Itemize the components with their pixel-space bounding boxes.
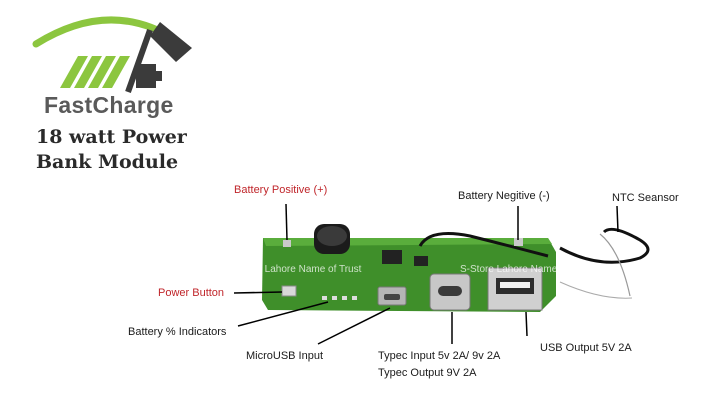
label-typec-input: Typec Input 5v 2A/ 9v 2A (378, 350, 501, 362)
ntc-lead-2 (559, 281, 633, 299)
callout-indicators (237, 301, 329, 327)
microusb-slot (384, 294, 400, 300)
label-power-button: Power Button (158, 287, 225, 299)
callout-ntc (616, 205, 619, 233)
ntc-wire (559, 227, 650, 264)
pcb-board (262, 238, 556, 312)
ic-chip (382, 250, 402, 264)
label-usb-output: USB Output 5V 2A (540, 342, 632, 354)
label-microusb-input: MicroUSB Input (246, 350, 324, 362)
led (352, 296, 357, 300)
power-button-part (281, 285, 297, 297)
brand-name: FastCharge (44, 92, 174, 118)
pad-positive (283, 240, 291, 247)
battery-wire (418, 232, 549, 258)
led (342, 296, 347, 300)
logo-battery-cap (156, 71, 162, 81)
logo-gauge-wedge (150, 22, 192, 62)
logo-battery-tip (136, 64, 156, 88)
typec-slot (438, 286, 462, 296)
logo-stripe (88, 56, 116, 88)
label-battery-indicators: Battery % Indicators (128, 326, 227, 338)
callout-power-button (233, 291, 283, 294)
callout-microusb (317, 307, 391, 345)
title-line-2: Bank Module (36, 151, 179, 173)
logo-stripe (74, 56, 102, 88)
title-line-1: 18 watt Power (36, 126, 187, 148)
label-battery-negative: Battery Negitive (-) (458, 190, 550, 202)
callout-battery-positive (285, 203, 288, 241)
usba-tongue (500, 282, 530, 288)
pad-negative (514, 238, 523, 246)
inductor-top (317, 226, 347, 246)
label-typec-output: Typec Output 9V 2A (378, 367, 477, 379)
watermark-right: S-Store Lahore Name of Trust (460, 264, 594, 275)
led (332, 296, 337, 300)
label-battery-positive: Battery Positive (+) (234, 184, 328, 196)
logo-needle (125, 28, 153, 94)
label-ntc-sensor: NTC Seansor (612, 192, 679, 204)
ic-chip-2 (414, 256, 428, 266)
logo-stripe (60, 56, 88, 88)
ntc-lead (599, 233, 631, 297)
callout-usb-output (525, 311, 528, 337)
logo-stripe (102, 56, 130, 88)
led (322, 296, 327, 300)
watermark-left: S-Store Lahore Name of Trust (228, 264, 362, 275)
